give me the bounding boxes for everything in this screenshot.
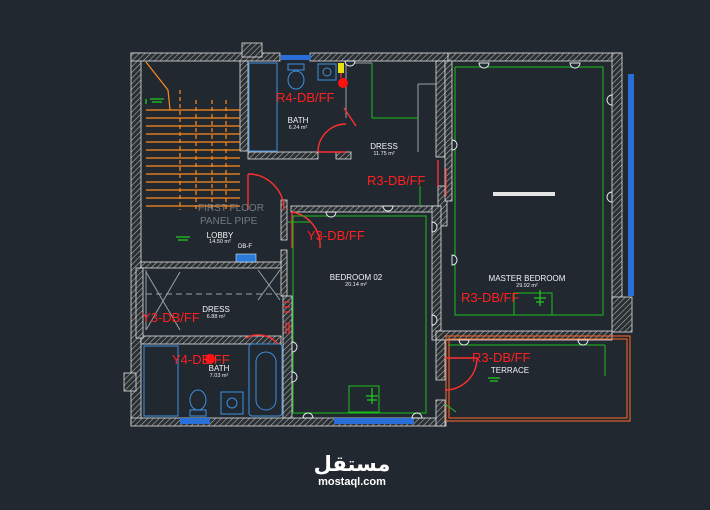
room-name-master-bedroom: MASTER BEDROOM: [488, 274, 566, 283]
terrace-railing: [445, 335, 631, 422]
circuit-label-r4: R4-DB/FF: [276, 90, 335, 105]
panel-label-line2: PANEL PIPE: [200, 216, 258, 227]
room-name-dress-upper: DRESS: [370, 142, 398, 151]
room-name-bedroom-02: BEDROOM 02: [329, 273, 383, 282]
circuit-label-y3-dress: Y3-DB/FF: [142, 310, 200, 325]
circuit-label-y4: Y4-DB/FF: [172, 352, 230, 367]
windows: [180, 55, 634, 424]
room-area-lobby: 14.50 m²: [209, 239, 231, 245]
panel-label-line1: FIRST FLOOR: [198, 203, 264, 214]
ac-units: [145, 98, 546, 404]
room-area-dress-lower: 6.88 m²: [206, 314, 226, 320]
room-name-bath-upper: BATH: [287, 116, 309, 125]
room-area-master-bedroom: 29.92 m²: [516, 283, 538, 289]
walls: [123, 42, 633, 427]
wardrobe-rail: [493, 192, 555, 196]
db-marker: [338, 63, 344, 73]
watermark-url: mostaql.com: [318, 476, 386, 488]
circuit-label-r3-terrace: R3-DB/FF: [472, 350, 531, 365]
room-area-bedroom-02: 20.14 m²: [345, 282, 367, 288]
room-name-bath-lower: BATH: [208, 364, 230, 373]
watermark-logo-text: مستقل: [313, 452, 391, 476]
circuit-label-r3-master: R3-DB/FF: [461, 290, 520, 305]
room-name-dress-lower: DRESS: [202, 305, 230, 314]
circuit-label-y3-bedroom: Y3-DB/FF: [307, 228, 365, 243]
room-area-bath-upper: 6.24 m²: [288, 125, 308, 131]
light-points: [291, 60, 613, 419]
room-area-bath-lower: 7.03 m²: [209, 373, 229, 379]
doors: [245, 107, 478, 391]
closet-partitions: [145, 62, 436, 331]
room-name-lobby: LOBBY: [206, 231, 234, 240]
fixtures: [143, 62, 337, 417]
watermark: مستقل mostaql.com: [302, 452, 402, 488]
exhaust-fans: [205, 78, 348, 364]
room-area-dress-upper: 11.75 m²: [373, 151, 395, 157]
wiring: [288, 63, 606, 414]
circuit-label-r3-dress: R3-DB/FF: [367, 173, 426, 188]
db-tag: DB-F: [238, 244, 252, 250]
staircase: [145, 61, 240, 210]
room-name-terrace: TERRACE: [490, 366, 530, 375]
